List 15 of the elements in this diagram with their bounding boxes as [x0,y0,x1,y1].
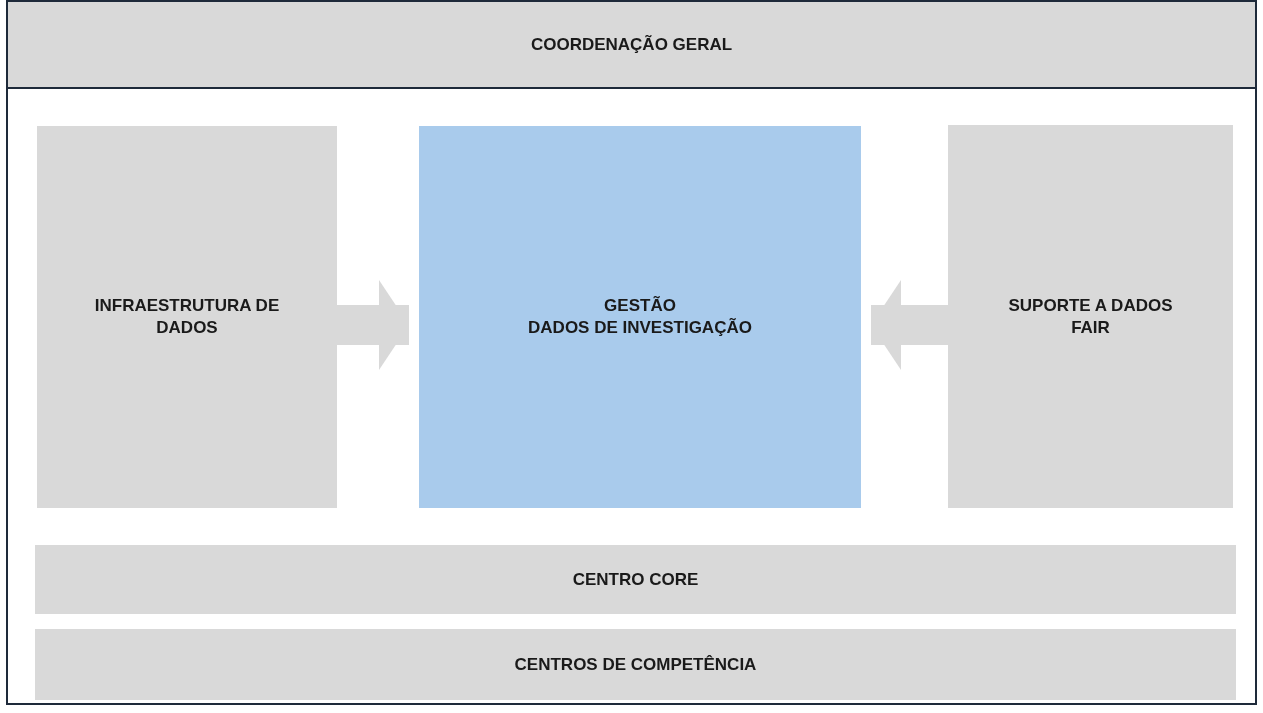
block-arrow [871,280,948,370]
box-label: GESTÃO [604,295,676,317]
process-box [37,126,337,508]
box-label: CENTROS DE COMPETÊNCIA [514,653,757,676]
box-label: COORDENAÇÃO GERAL [530,33,733,56]
box-label: SUPORTE A DADOS FAIR [1007,294,1174,339]
box-label: INFRAESTRUTURA DE DADOS [93,295,281,339]
box-label: CENTRO CORE [572,568,699,591]
box-label: DADOS DE INVESTIGAÇÃO [528,317,752,339]
process-box [419,126,861,508]
band [35,629,1236,700]
block-arrow [337,280,409,370]
band [35,545,1236,614]
process-box [948,125,1233,508]
header-band [6,0,1257,89]
